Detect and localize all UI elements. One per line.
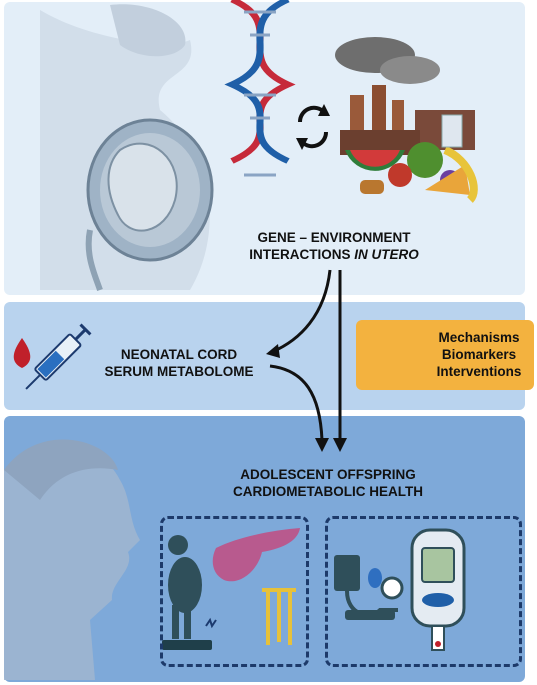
cord-metabolome-line1: NEONATAL CORD bbox=[120, 347, 238, 362]
cycle-arrows-icon bbox=[296, 104, 330, 150]
syringe-icon bbox=[25, 323, 92, 390]
glucometer-icon bbox=[410, 528, 466, 651]
mechanisms-box bbox=[356, 320, 534, 390]
gene-environment-label: GENE – ENVIRONMENT INTERACTIONS IN UTERO bbox=[214, 229, 454, 263]
blood-drop-icon bbox=[13, 338, 31, 368]
cord-metabolome-line2: SERUM METABOLOME bbox=[104, 364, 254, 379]
cord-metabolome-label: NEONATAL CORD SERUM METABOLOME bbox=[94, 346, 264, 380]
body-composition-group bbox=[160, 516, 309, 667]
outcome-line2: CARDIOMETABOLIC HEALTH bbox=[233, 484, 423, 499]
gene-environment-line1: GENE – ENVIRONMENT bbox=[257, 230, 411, 245]
pancreas-icon bbox=[212, 528, 300, 582]
flow-arrows bbox=[266, 269, 347, 452]
fetus-icon bbox=[85, 118, 214, 291]
biomarkers-item: Biomarkers bbox=[441, 347, 517, 362]
interventions-item: Interventions bbox=[436, 364, 522, 379]
gene-environment-line2: INTERACTIONS IN UTERO bbox=[249, 247, 419, 262]
mechanisms-list: Mechanisms Biomarkers Interventions bbox=[424, 329, 534, 380]
outcome-label: ADOLESCENT OFFSPRING CARDIOMETABOLIC HEA… bbox=[208, 466, 448, 500]
blood-pressure-monitor-icon bbox=[334, 555, 404, 620]
in-utero-text: IN UTERO bbox=[354, 247, 419, 262]
body-scale-icon bbox=[162, 535, 217, 650]
outcome-line1: ADOLESCENT OFFSPRING bbox=[240, 467, 416, 482]
food-icon bbox=[345, 114, 478, 203]
vital-measures-group bbox=[325, 516, 522, 667]
mechanisms-item: Mechanisms bbox=[438, 330, 520, 345]
adolescent-profile-icon bbox=[4, 439, 140, 680]
tuning-fork-icon bbox=[262, 588, 296, 645]
dna-icon bbox=[224, 0, 296, 177]
